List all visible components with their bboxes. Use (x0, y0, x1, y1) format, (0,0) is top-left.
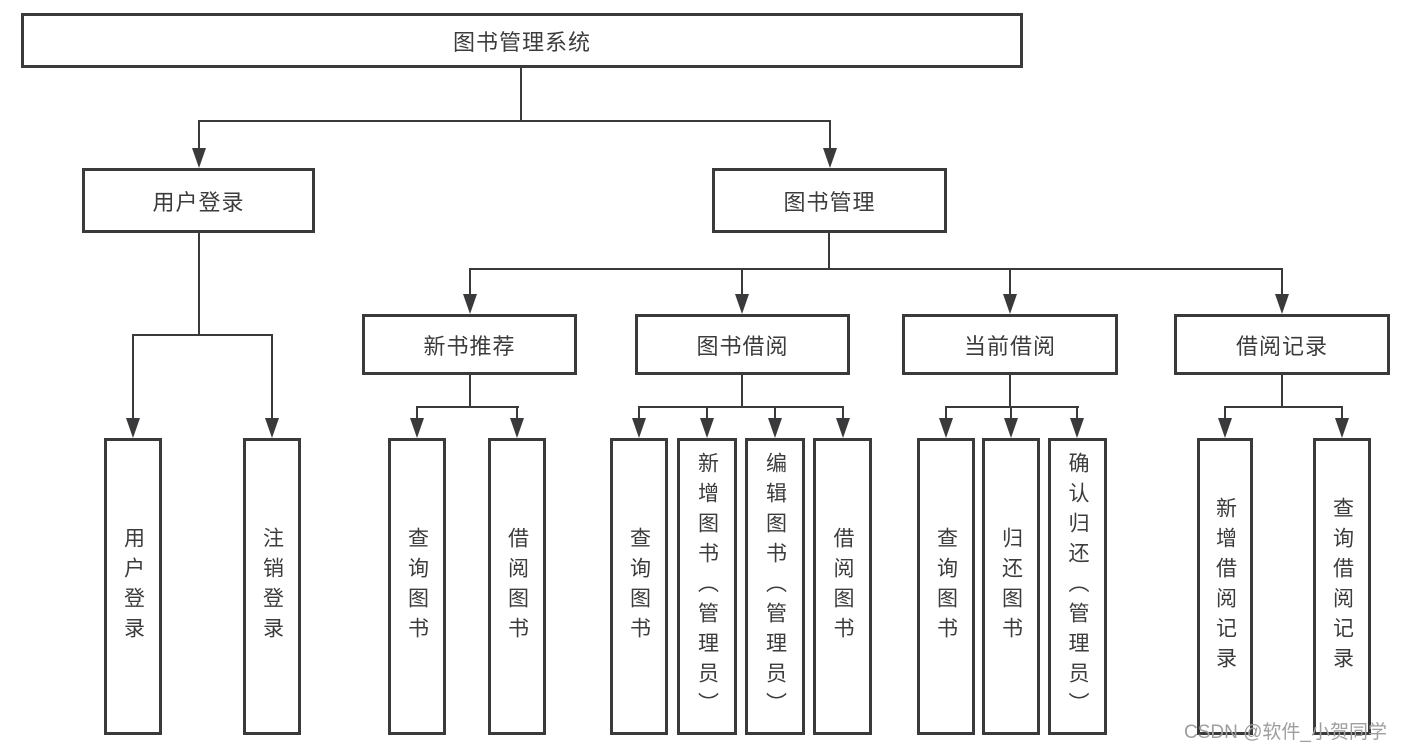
arrow-down-icon (510, 418, 524, 438)
arrow-down-icon (768, 418, 782, 438)
arrow-down-icon (126, 418, 140, 438)
leaf-query-books-current: 查询图书 (917, 438, 975, 735)
node-user-login: 用户登录 (82, 168, 315, 233)
arrow-down-icon (1275, 294, 1289, 314)
leaf-query-books-newbook: 查询图书 (388, 438, 446, 735)
node-label: 查询图书 (627, 526, 651, 647)
node-label: 图书管理系统 (452, 29, 591, 55)
connector-line (416, 406, 418, 420)
node-label: 图书借阅 (696, 333, 789, 359)
connector-line (828, 233, 830, 270)
arrow-down-icon (735, 294, 749, 314)
leaf-confirm-return-admin: 确认归还（管理员） (1048, 438, 1107, 735)
arrow-down-icon (463, 294, 477, 314)
node-current-borrowing: 当前借阅 (902, 314, 1118, 375)
node-label: 借阅图书 (505, 526, 529, 647)
connector-line (1224, 406, 1343, 408)
connector-line (1009, 268, 1011, 296)
connector-line (741, 268, 743, 296)
connector-line (198, 120, 831, 122)
connector-line (1281, 375, 1283, 408)
node-book-borrowing: 图书借阅 (635, 314, 850, 375)
arrow-down-icon (1003, 294, 1017, 314)
arrow-down-icon (265, 418, 279, 438)
leaf-edit-books-admin: 编辑图书（管理员） (745, 438, 805, 735)
connector-line (271, 334, 273, 420)
node-label: 查询图书 (405, 526, 429, 647)
connector-line (774, 406, 776, 420)
node-label: 当前借阅 (963, 333, 1056, 359)
connector-line (638, 406, 640, 420)
connector-line (469, 268, 1283, 270)
connector-line (829, 120, 831, 150)
node-book-management: 图书管理 (712, 168, 947, 233)
node-label: 注销登录 (260, 526, 284, 647)
node-label: 新书推荐 (423, 333, 516, 359)
node-label: 归还图书 (999, 526, 1023, 647)
connector-line (516, 406, 518, 420)
leaf-query-borrow-record: 查询借阅记录 (1313, 438, 1371, 735)
arrow-down-icon (192, 148, 206, 168)
connector-line (469, 268, 471, 296)
arrow-down-icon (1070, 418, 1084, 438)
connector-line (945, 406, 1079, 408)
leaf-add-borrow-record: 新增借阅记录 (1197, 438, 1253, 735)
node-new-book-recommendation: 新书推荐 (362, 314, 577, 375)
node-label: 用户登录 (152, 189, 245, 215)
connector-line (741, 375, 743, 408)
connector-line (198, 233, 200, 336)
connector-line (842, 406, 844, 420)
connector-line (132, 334, 273, 336)
arrow-down-icon (1004, 418, 1018, 438)
connector-line (1076, 406, 1078, 420)
leaf-add-books-admin: 新增图书（管理员） (677, 438, 737, 735)
node-borrowing-records: 借阅记录 (1174, 314, 1390, 375)
leaf-logout-login: 注销登录 (243, 438, 301, 735)
arrow-down-icon (1218, 418, 1232, 438)
leaf-return-books: 归还图书 (982, 438, 1040, 735)
arrow-down-icon (1335, 418, 1349, 438)
connector-line (416, 406, 519, 408)
connector-line (469, 375, 471, 408)
connector-line (520, 68, 522, 122)
node-label: 用户登录 (121, 526, 145, 647)
node-label: 编辑图书（管理员） (763, 451, 787, 722)
connector-line (945, 406, 947, 420)
arrow-down-icon (632, 418, 646, 438)
leaf-borrow-books-borrowing: 借阅图书 (813, 438, 872, 735)
node-label: 新增借阅记录 (1213, 496, 1237, 677)
connector-line (1281, 268, 1283, 296)
node-library-management-system: 图书管理系统 (21, 13, 1023, 68)
node-label: 确认归还（管理员） (1066, 451, 1089, 722)
node-label: 查询借阅记录 (1330, 496, 1354, 677)
watermark-text: CSDN @软件_小贺同学 (1184, 722, 1387, 743)
node-label: 查询图书 (934, 526, 958, 647)
leaf-user-login: 用户登录 (104, 438, 162, 735)
arrow-down-icon (700, 418, 714, 438)
connector-line (1341, 406, 1343, 420)
connector-line (1224, 406, 1226, 420)
connector-line (706, 406, 708, 420)
arrow-down-icon (836, 418, 850, 438)
connector-line (198, 120, 200, 150)
node-label: 借阅记录 (1235, 333, 1328, 359)
arrow-down-icon (410, 418, 424, 438)
arrow-down-icon (823, 148, 837, 168)
connector-line (132, 334, 134, 420)
leaf-borrow-books-newbook: 借阅图书 (488, 438, 546, 735)
arrow-down-icon (939, 418, 953, 438)
node-label: 新增图书（管理员） (695, 451, 719, 722)
connector-line (638, 406, 844, 408)
node-label: 图书管理 (783, 189, 876, 215)
leaf-query-books-borrowing: 查询图书 (610, 438, 668, 735)
connector-line (1009, 375, 1011, 408)
node-label: 借阅图书 (831, 526, 854, 647)
connector-line (1010, 406, 1012, 420)
